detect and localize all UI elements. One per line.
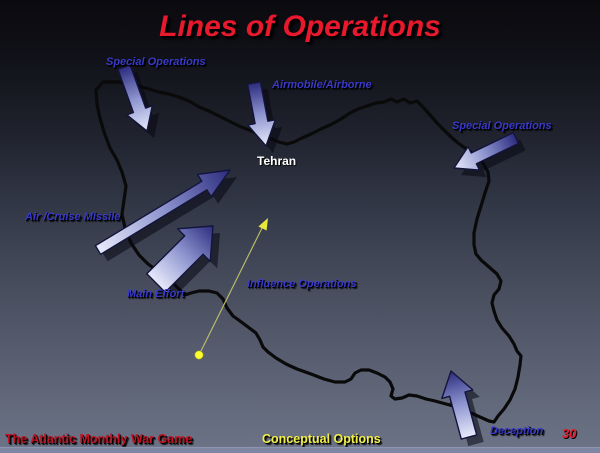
label-influence-operations: Influence Operations [247, 278, 357, 290]
influence-arrowhead-icon [258, 218, 268, 231]
label-air-cruise-missile: Air /Cruise Missile [25, 211, 121, 223]
arrow-air-cruise-missile-icon [94, 169, 231, 256]
slide-title: Lines of Operations [159, 10, 441, 43]
label-special-operations-right: Special Operations [452, 120, 552, 132]
slide-page-number: 30 [562, 426, 577, 441]
label-main-effort: Main Effort [127, 288, 185, 300]
label-airmobile-airborne: Airmobile/Airborne [272, 79, 372, 91]
label-special-operations-left: Special Operations [106, 56, 206, 68]
arrow-airmobile-airborne-icon [246, 81, 276, 147]
footer-war-game-title: The Atlantic Monthly War Game [5, 432, 193, 446]
influence-operations-line [198, 223, 265, 356]
arrow-main-effort-icon [146, 225, 214, 293]
influence-origin-dot [194, 350, 204, 360]
iran-outline-map [94, 80, 523, 424]
label-deception: Deception [490, 425, 544, 437]
arrow-deception-icon [441, 370, 478, 440]
label-tehran-city: Tehran [257, 154, 297, 168]
slide-bottom-strip [0, 447, 600, 453]
arrow-special-operations-left-icon [117, 64, 154, 132]
arrow-air-cruise-missile-shadow [102, 177, 238, 262]
arrow-special-operations-right-icon [453, 131, 520, 171]
footer-conceptual-options: Conceptual Options [262, 432, 381, 446]
